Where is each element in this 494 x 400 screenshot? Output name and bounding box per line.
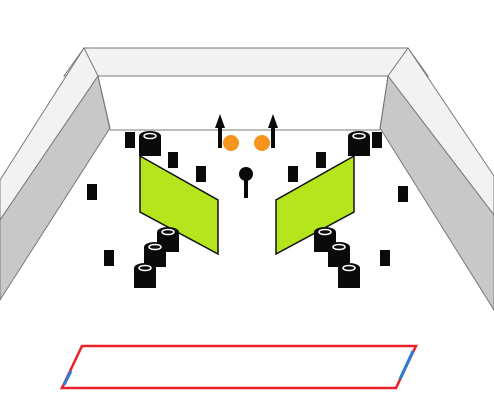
left-post bbox=[215, 114, 225, 148]
pillar-stack bbox=[328, 242, 350, 267]
block bbox=[168, 152, 178, 168]
block bbox=[87, 184, 97, 200]
pillar-stack bbox=[348, 131, 370, 156]
pillar-stack bbox=[144, 242, 166, 267]
right-wall-corner-edge bbox=[379, 75, 389, 131]
arena-walls bbox=[0, 46, 494, 311]
balls bbox=[223, 135, 270, 151]
ball-right bbox=[254, 135, 270, 151]
left-wall-top bbox=[0, 46, 99, 221]
block bbox=[196, 166, 206, 182]
back-wall-top bbox=[63, 47, 429, 77]
block bbox=[288, 166, 298, 182]
right-ramp bbox=[275, 154, 355, 256]
left-wall-corner-edge bbox=[97, 75, 111, 131]
ramps bbox=[139, 154, 355, 256]
right-wall-top bbox=[387, 47, 494, 216]
block bbox=[380, 250, 390, 266]
pillar-stack bbox=[338, 263, 360, 288]
pillar-stack bbox=[134, 263, 156, 288]
block bbox=[316, 152, 326, 168]
center-pin bbox=[239, 167, 253, 198]
posts bbox=[215, 114, 278, 198]
start-zone bbox=[60, 344, 418, 390]
block bbox=[104, 250, 114, 266]
right-post bbox=[268, 114, 278, 148]
pillar-stack bbox=[139, 131, 161, 156]
left-ramp bbox=[139, 154, 219, 256]
start-zone-outline bbox=[60, 344, 418, 390]
ball-left bbox=[223, 135, 239, 151]
start-zone-left-marker bbox=[62, 370, 73, 386]
block bbox=[398, 186, 408, 202]
obstacle-blocks bbox=[87, 132, 408, 266]
pillar-stacks bbox=[134, 131, 370, 288]
block bbox=[125, 132, 135, 148]
start-zone-right-marker bbox=[398, 350, 415, 380]
block bbox=[372, 132, 382, 148]
